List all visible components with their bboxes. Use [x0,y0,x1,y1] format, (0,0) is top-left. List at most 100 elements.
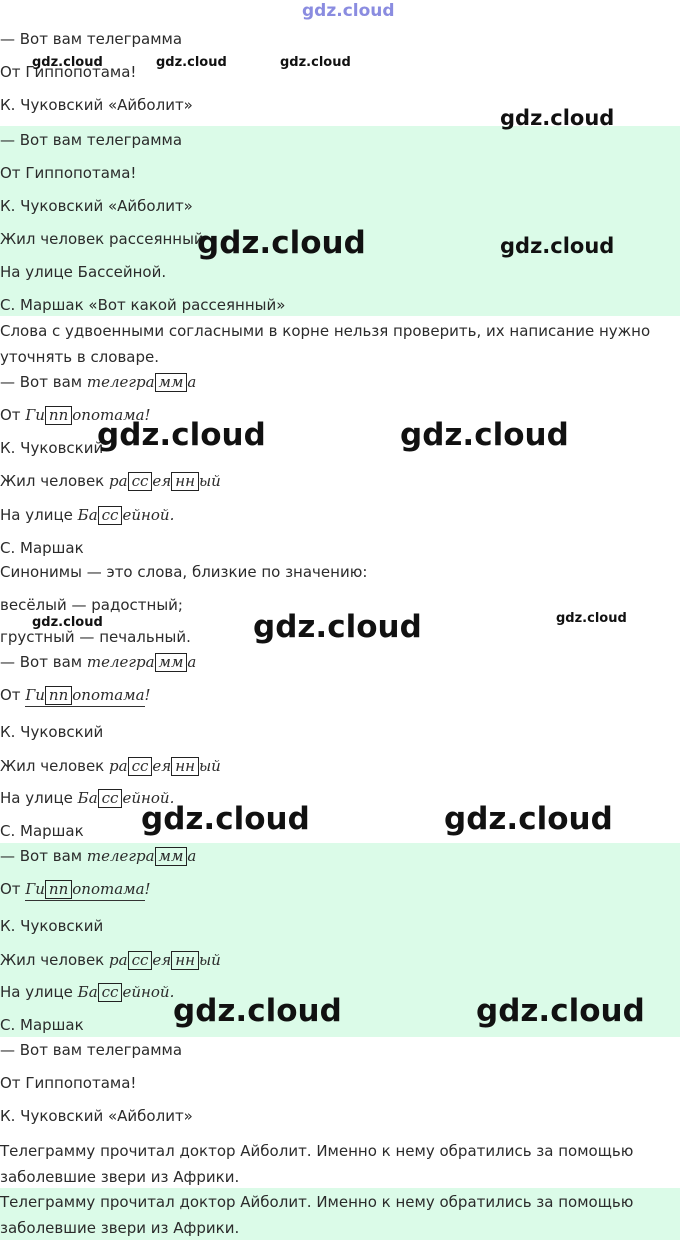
double-letter-box: сс [127,951,153,970]
word-part: ый [198,757,221,775]
poem-source: К. Чуковский «Айболит» [0,96,193,114]
punct: ! [144,406,151,424]
punct: . [169,506,175,524]
watermark: gdz.cloud [476,993,645,1029]
highlight-band [0,126,680,316]
word-part: ра [109,472,128,490]
double-letter-box: пп [44,880,73,899]
watermark: gdz.cloud [400,417,569,453]
poem-source: К. Чуковский «Айболит» [0,1107,193,1125]
watermark: gdz.cloud [444,801,613,837]
punct: . [169,983,175,1001]
word-part: телегра [86,653,155,671]
word-part: Ба [77,506,98,524]
word-part: опотама [72,686,145,704]
watermark: gdz.cloud [556,611,627,626]
double-letter-box: сс [127,757,153,776]
watermark: gdz.cloud [197,225,366,261]
word-part: ейной [122,983,170,1001]
poem-source: С. Маршак [0,1016,84,1034]
watermark: gdz.cloud [500,234,615,258]
word-part: ый [198,472,221,490]
poem-source: К. Чуковский «Айболит» [0,197,193,215]
text: Жил человек [0,951,105,969]
double-letter-box: мм [154,653,188,672]
word-part: опотама [72,406,145,424]
double-letter-box: нн [171,951,199,970]
watermark: gdz.cloud [156,55,227,70]
double-letter-box: пп [44,406,73,425]
poem-source: К. Чуковский [0,917,104,935]
highlight-band [0,1188,680,1240]
double-letter-box: сс [97,506,123,525]
punct: ! [144,686,151,704]
highlight-band [0,843,680,1037]
synonym-pair: грустный — печальный. [0,628,191,646]
double-letter-box: пп [44,686,73,705]
word-part: телегра [86,847,155,865]
word-part: ейной [122,506,170,524]
text: Жил человек [0,757,105,775]
watermark: gdz.cloud [253,609,422,645]
watermark: gdz.cloud [280,55,351,70]
punct: ! [144,880,151,898]
watermark: gdz.cloud [32,55,103,70]
double-letter-box: сс [97,983,123,1002]
poem-line: От Гиппопотама! [0,63,137,81]
watermark: gdz.cloud [141,801,310,837]
synonym-pair: весёлый — радостный; [0,596,183,614]
word-part: ея [152,472,172,490]
text: Жил человек [0,472,105,490]
poem-line: — Вот вам телеграмма [0,131,183,149]
poem-line: От Гиппопотама! [0,1074,137,1092]
double-letter-box: сс [127,472,153,491]
rule-text: Слова с удвоенными согласными в корне не… [0,322,651,366]
synonyms-title: Синонимы — это слова, близкие по значени… [0,563,368,581]
poem-source: С. Маршак «Вот какой рассеянный» [0,296,286,314]
top-logo: gdz.cloud [302,1,395,21]
word-part: ра [109,757,128,775]
text: — Вот вам [0,847,83,865]
word-part: ра [109,951,128,969]
word-part: ый [198,951,221,969]
double-letter-box: мм [154,847,188,866]
word-part: Ги [25,406,45,424]
watermark: gdz.cloud [97,417,266,453]
double-letter-box: нн [171,472,199,491]
poem-line: — Вот вам телеграмма [0,30,183,48]
watermark: gdz.cloud [32,615,103,630]
watermark: gdz.cloud [500,106,615,130]
text: От [0,406,21,424]
poem-line: На улице Бассейной. [0,263,167,281]
word-part: Ги [25,880,45,898]
word-part: Ба [77,789,98,807]
double-letter-box: нн [171,757,199,776]
text: На улице [0,983,73,1001]
word-part: опотама [72,880,145,898]
paragraph: Телеграмму прочитал доктор Айболит. Имен… [0,1142,634,1186]
word-part: ея [152,951,172,969]
word-part: Ги [25,686,45,704]
word-part: а [187,847,197,865]
poem-line: Жил человек рассеянный [0,230,204,248]
text: От [0,880,21,898]
word-part: а [187,373,197,391]
watermark: gdz.cloud [173,993,342,1029]
punct: . [169,789,175,807]
poem-line: От Гиппопотама! [0,164,137,182]
double-letter-box: мм [154,373,188,392]
word-part: Ба [77,983,98,1001]
double-letter-box: сс [97,789,123,808]
poem-source: К. Чуковский [0,439,104,457]
text: На улице [0,789,73,807]
word-part: ейной [122,789,170,807]
